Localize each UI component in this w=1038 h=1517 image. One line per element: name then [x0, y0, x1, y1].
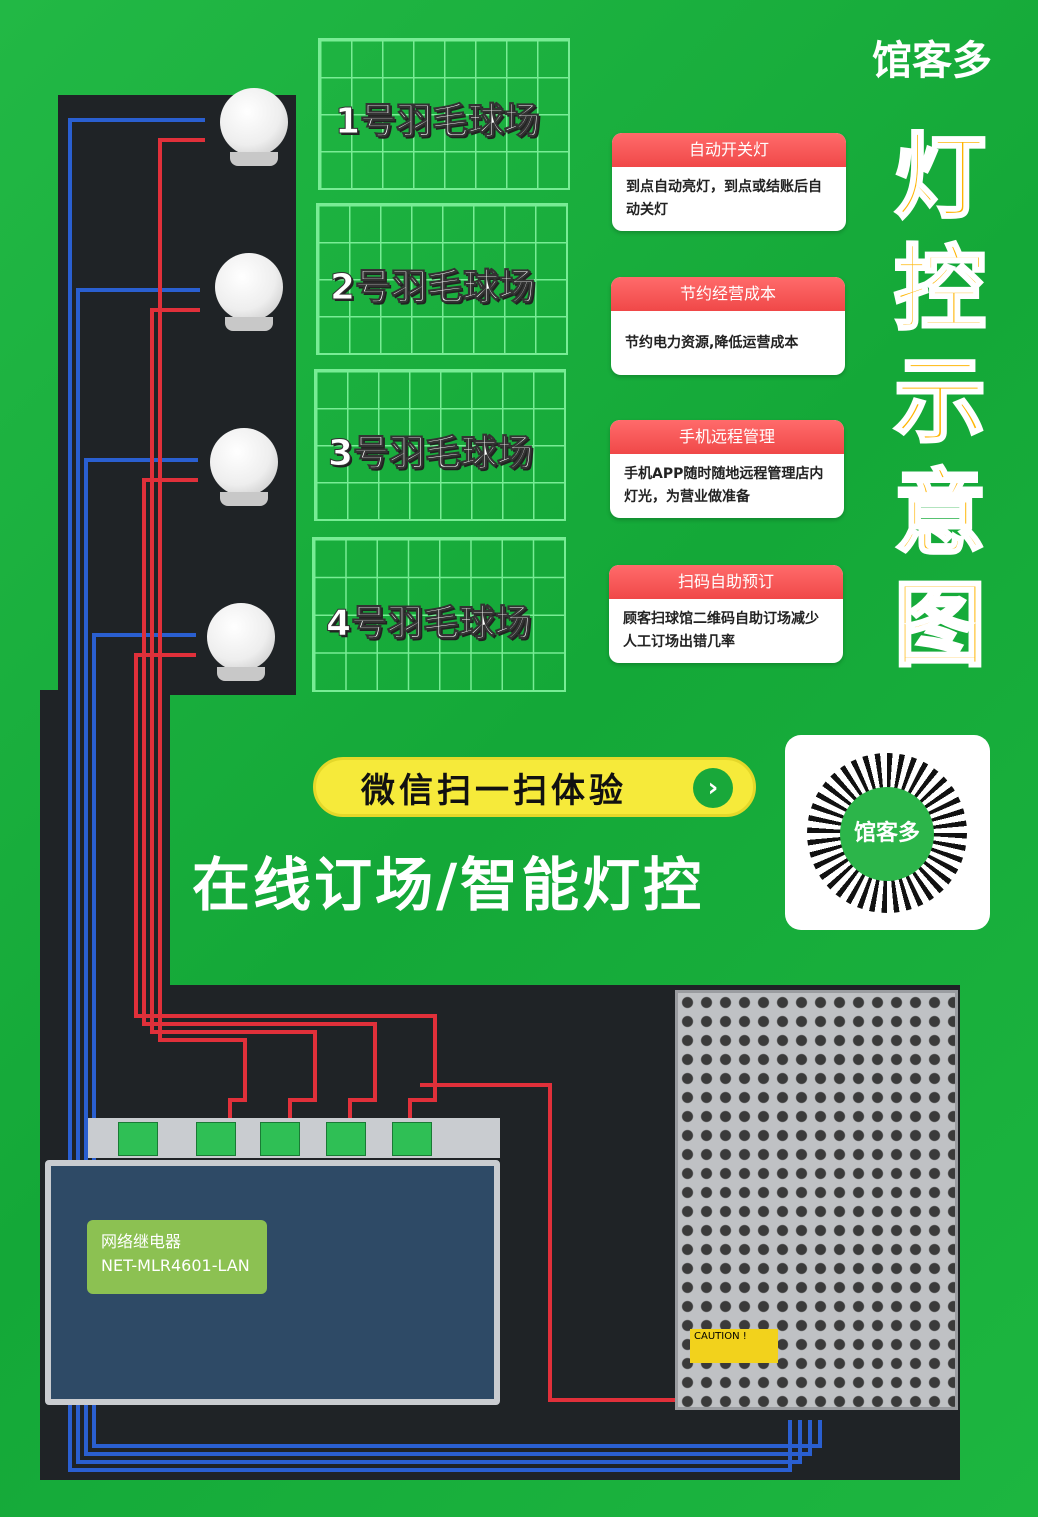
feature-desc: 手机APP随时随地远程管理店内灯光，为营业做准备 — [624, 466, 824, 505]
red-wire — [134, 653, 437, 1130]
caution-label: CAUTION ! — [690, 1329, 778, 1363]
relay-terminal-strip — [88, 1118, 500, 1158]
court-2 — [316, 203, 568, 355]
terminal-block — [326, 1122, 366, 1156]
light-bulb — [215, 253, 283, 331]
relay-label: 网络继电器 NET-MLR4601-LAN — [87, 1220, 267, 1294]
feature-title: 节约经营成本 — [611, 277, 845, 311]
feature-title: 手机远程管理 — [610, 420, 844, 454]
court-label: 2号羽毛球场 — [329, 267, 536, 309]
relay-name: 网络继电器 — [101, 1232, 182, 1251]
light-bulb — [210, 428, 278, 506]
light-bulb — [207, 603, 275, 681]
title-char: 示 — [892, 347, 987, 457]
feature-card: 手机远程管理手机APP随时随地远程管理店内灯光，为营业做准备 — [610, 420, 844, 518]
court-3 — [314, 369, 566, 521]
court-1 — [318, 38, 570, 190]
qr-code-card[interactable]: 馆客多 — [785, 735, 990, 930]
qr-logo: 馆客多 — [840, 787, 934, 881]
terminal-block — [196, 1122, 236, 1156]
red-wire — [142, 478, 377, 1130]
title-char: 控 — [892, 235, 987, 345]
feature-title: 自动开关灯 — [612, 133, 846, 167]
blue-wire — [92, 633, 822, 1448]
relay-model: NET-MLR4601-LAN — [101, 1256, 250, 1275]
slogan: 在线订场/智能灯控 — [192, 851, 705, 919]
network-relay: 网络继电器 NET-MLR4601-LAN — [45, 1160, 500, 1405]
brand-logo: 馆客多 — [872, 38, 992, 84]
court-label: 3号羽毛球场 — [327, 433, 534, 475]
feature-card: 扫码自助预订顾客扫球馆二维码自助订场减少人工订场出错几率 — [609, 565, 843, 663]
red-wire — [158, 138, 247, 1130]
court-label: 4号羽毛球场 — [325, 603, 532, 645]
title-char: 灯 — [892, 123, 987, 233]
title-char: 图 — [892, 571, 987, 681]
feature-desc: 节约电力资源,降低运营成本 — [625, 334, 799, 351]
feature-card: 自动开关灯到点自动亮灯，到点或结账后自动关灯 — [612, 133, 846, 231]
scan-pill[interactable]: 微信扫一扫体验 › — [313, 757, 756, 817]
light-bulb — [220, 88, 288, 166]
board-upper — [58, 95, 296, 695]
terminal-block — [392, 1122, 432, 1156]
blue-wire — [84, 458, 812, 1456]
feature-card: 节约经营成本节约电力资源,降低运营成本 — [611, 277, 845, 375]
court-label: 1号羽毛球场 — [334, 101, 541, 143]
feature-desc: 顾客扫球馆二维码自助订场减少人工订场出错几率 — [623, 611, 819, 650]
title-char: 意 — [892, 459, 987, 569]
terminal-block — [260, 1122, 300, 1156]
terminal-block — [118, 1122, 158, 1156]
chevron-right-icon: › — [693, 768, 733, 808]
red-wire — [420, 1083, 690, 1402]
feature-desc: 到点自动亮灯，到点或结账后自动关灯 — [626, 179, 822, 218]
scan-pill-label: 微信扫一扫体验 — [361, 770, 627, 811]
power-supply: CAUTION ! — [675, 990, 958, 1410]
red-wire — [150, 308, 317, 1130]
court-4 — [312, 537, 566, 692]
feature-title: 扫码自助预订 — [609, 565, 843, 599]
vertical-title: 灯 控 示 意 图 — [880, 122, 1000, 682]
